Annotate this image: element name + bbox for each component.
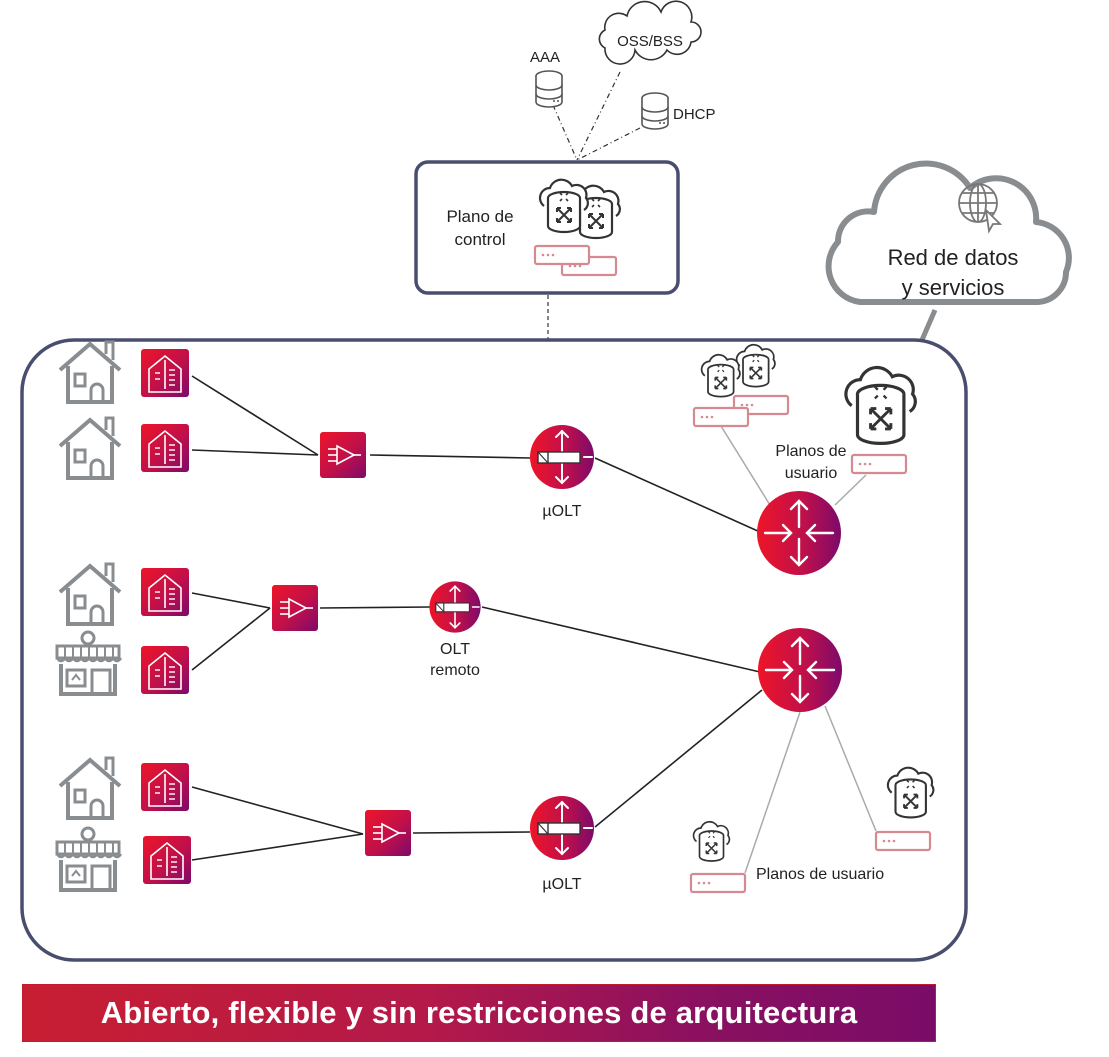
vm-icon xyxy=(689,872,747,894)
house-icon xyxy=(58,756,122,820)
oss-bss-label: OSS/BSS xyxy=(617,33,683,50)
user-planes-top: Planos de usuario xyxy=(692,343,917,482)
olt-remote-label-2: remoto xyxy=(430,662,480,679)
olt-icon xyxy=(529,424,595,490)
house-icon xyxy=(58,562,122,626)
router-icon xyxy=(755,489,843,577)
user-planes-bottom: Planos de usuario xyxy=(689,766,935,894)
olt-icon xyxy=(428,580,482,634)
access-row-1: µOLT xyxy=(58,340,595,520)
ont-icon xyxy=(140,348,190,398)
vm-icon xyxy=(533,244,591,266)
vm-icon xyxy=(850,453,908,475)
user-planes-label-2: usuario xyxy=(785,465,838,482)
router-icon xyxy=(756,626,844,714)
ont-icon xyxy=(140,567,190,617)
user-planes-label-1: Planos de xyxy=(775,443,846,460)
access-row-3: µOLT xyxy=(55,756,595,893)
shop-icon xyxy=(55,826,123,892)
ont-icon xyxy=(142,835,192,885)
olt-remote-label-1: OLT xyxy=(440,641,470,658)
access-row-2: OLT remoto xyxy=(55,562,482,696)
oss-bss-cloud: OSS/BSS xyxy=(598,0,702,65)
tagline-text: Abierto, flexible y sin restricciones de… xyxy=(100,995,858,1030)
vm-icon xyxy=(874,830,932,852)
tagline-banner: Abierto, flexible y sin restricciones de… xyxy=(22,984,936,1042)
control-plane-label-2: control xyxy=(454,230,505,249)
house-icon xyxy=(58,416,122,480)
olt-icon xyxy=(529,795,595,861)
splitter-icon xyxy=(271,584,319,632)
data-network-label-2: y servicios xyxy=(902,275,1005,300)
data-network-label-1: Red de datos xyxy=(888,245,1019,270)
dhcp-label: DHCP xyxy=(673,106,716,123)
control-plane-label-1: Plano de xyxy=(446,207,513,226)
house-icon xyxy=(58,340,122,404)
aaa-label: AAA xyxy=(530,49,560,66)
vnf-icon xyxy=(735,343,776,388)
dhcp-server: DHCP xyxy=(641,92,716,130)
user-plane-links xyxy=(715,417,877,874)
vnf-icon xyxy=(538,178,589,234)
vnf-icon xyxy=(886,766,935,819)
ont-icon xyxy=(140,645,190,695)
olt-label: µOLT xyxy=(542,876,581,893)
database-icon xyxy=(641,92,669,130)
data-network-cloud: Red de datos y servicios xyxy=(825,160,1072,341)
vnf-icon xyxy=(844,365,917,445)
splitter-icon xyxy=(319,431,367,479)
vnf-icon xyxy=(700,353,741,398)
shop-icon xyxy=(55,630,123,696)
olt-label: µOLT xyxy=(542,503,581,520)
control-plane-box: Plano de control xyxy=(414,160,680,295)
vm-icon xyxy=(692,406,750,428)
user-planes-label-bottom: Planos de usuario xyxy=(756,866,884,883)
access-network-frame xyxy=(20,338,968,962)
ont-icon xyxy=(140,423,190,473)
splitter-icon xyxy=(364,809,412,857)
control-service-links xyxy=(547,71,641,340)
vnf-icon xyxy=(692,820,731,862)
cloud-icon xyxy=(598,0,702,65)
globe-cursor-icon xyxy=(958,183,1003,234)
database-icon xyxy=(535,70,563,108)
ont-icon xyxy=(140,762,190,812)
aaa-server: AAA xyxy=(530,49,563,108)
fiber-links xyxy=(191,375,763,861)
